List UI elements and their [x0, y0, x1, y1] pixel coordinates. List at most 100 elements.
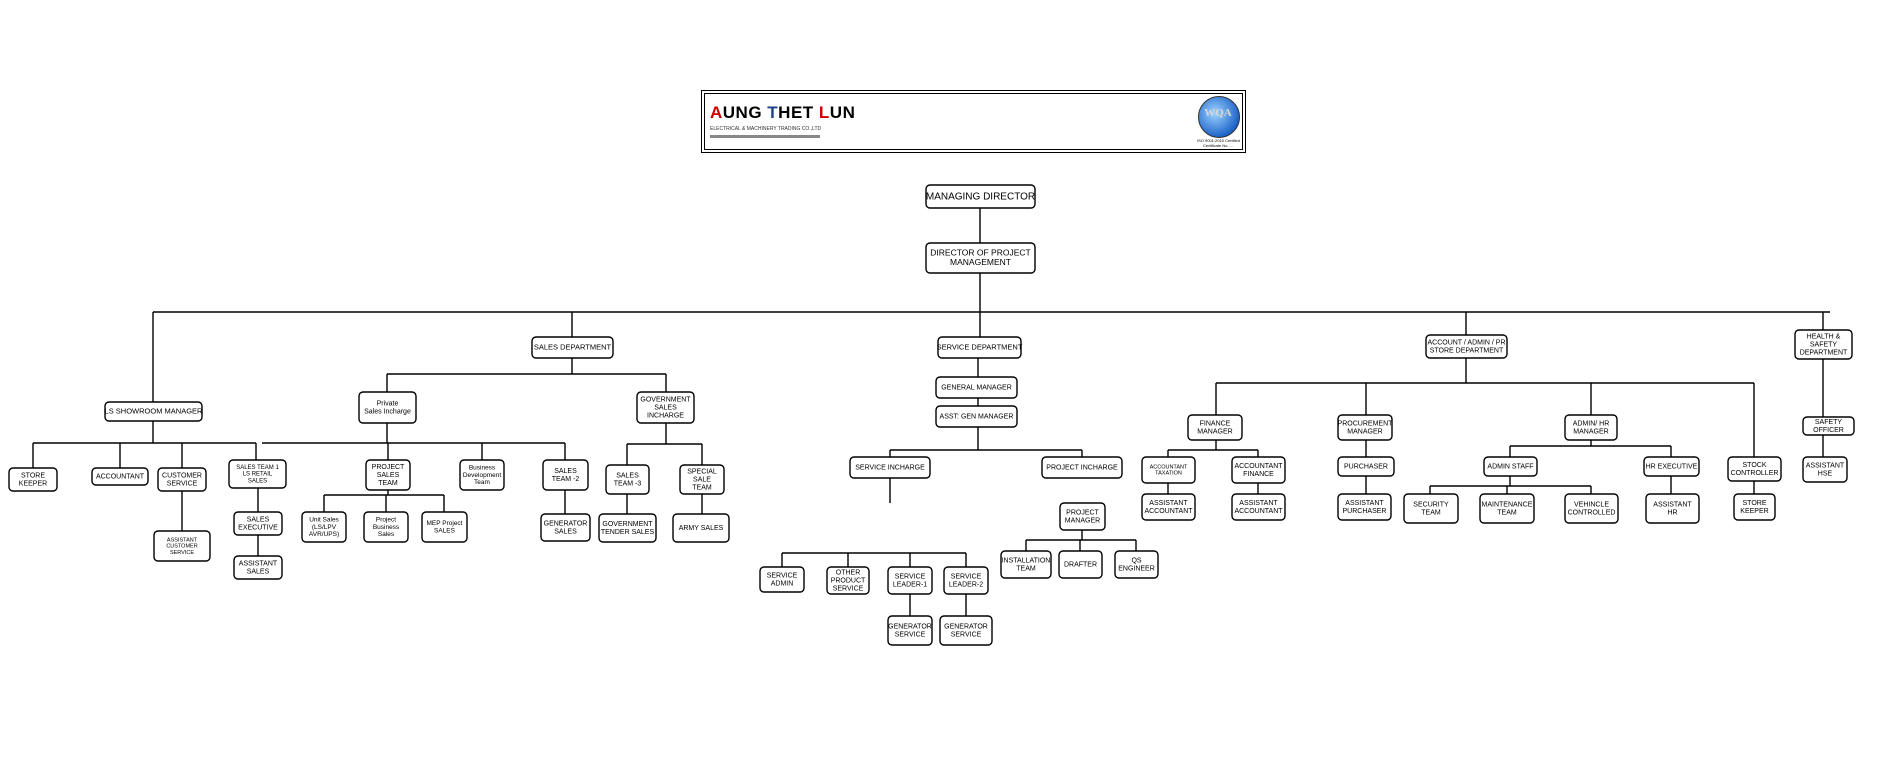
- org-node-label: MEP Project: [426, 520, 462, 527]
- org-node-armysales: ARMY SALES: [672, 513, 730, 543]
- org-node-box: [365, 459, 411, 491]
- org-node-label: ACCOUNTANT: [1150, 465, 1188, 471]
- org-node-label: TEAM: [692, 484, 712, 491]
- org-node-box: [1403, 493, 1459, 524]
- org-node-box: [605, 464, 650, 495]
- org-node-label: TEAM -2: [552, 476, 580, 483]
- org-node-box: [1794, 329, 1853, 360]
- org-node-box: [358, 391, 417, 424]
- org-node-box: [672, 513, 730, 543]
- logo-underline: [710, 135, 820, 138]
- org-node-label: SALES TEAM 1: [236, 465, 279, 471]
- org-node-label: Development: [463, 472, 501, 479]
- org-node-label: Private: [377, 401, 399, 408]
- org-node-label: SALES: [247, 517, 270, 524]
- org-node-box: [636, 391, 695, 424]
- org-node-box: [1802, 456, 1848, 483]
- org-node-label: FINANCE: [1243, 471, 1274, 478]
- org-node-label: HR EXECUTIVE: [1646, 464, 1698, 471]
- org-node-box: [1727, 456, 1782, 482]
- org-node-label: Sales Incharge: [364, 408, 411, 415]
- org-node-label: DEPARTMENT: [1800, 349, 1848, 356]
- org-node-label: SERVICE: [833, 585, 864, 592]
- org-node-label: KEEPER: [1740, 508, 1768, 515]
- org-node-label: GENERAL MANAGER: [941, 385, 1012, 392]
- org-node-box: [887, 615, 933, 646]
- org-node-label: VEHINCLE: [1574, 502, 1609, 509]
- org-node-label: ACCOUNTANT: [1234, 463, 1283, 470]
- org-node-label: ASSISTANT: [1806, 463, 1845, 470]
- org-node-label: OFFICER: [1813, 427, 1844, 434]
- org-node-box: [1479, 493, 1535, 524]
- org-node-projinch: PROJECT INCHARGE: [1041, 456, 1123, 479]
- org-node-label: OTHER: [836, 570, 861, 577]
- org-node-label: Project: [376, 517, 396, 524]
- org-node-label: (LS/LPV: [312, 524, 337, 531]
- org-node-box: [849, 456, 931, 479]
- org-node-label: ARMY SALES: [679, 525, 724, 532]
- org-node-label: ENGINEER: [1118, 565, 1155, 572]
- org-node-svcinch: SERVICE INCHARGE: [849, 456, 931, 479]
- org-node-label: PROCUREMENT: [1338, 421, 1394, 428]
- org-node-label: GOVERNMENT: [602, 521, 653, 528]
- org-node-label: ASSISTANT: [1653, 502, 1692, 509]
- org-node-label: ADMIN STAFF: [1487, 464, 1533, 471]
- org-node-label: FINANCE: [1200, 421, 1231, 428]
- org-chart-connectors: [32, 208, 1830, 616]
- org-node-box: [1337, 456, 1395, 477]
- org-node-box: [679, 464, 725, 495]
- org-node-label: QS: [1131, 558, 1141, 565]
- org-node-label: SERVICE: [895, 631, 926, 638]
- org-node-label: Business: [469, 465, 496, 472]
- org-node-label: HSE: [1818, 470, 1833, 477]
- org-node-accountant: ACCOUNTANT: [91, 467, 149, 486]
- org-node-md: MANAGING DIRECTOR: [925, 184, 1036, 209]
- org-node-label: ASST: GEN MANAGER: [940, 414, 1014, 421]
- org-node-box: [1337, 414, 1393, 441]
- org-node-box: [104, 401, 203, 422]
- cert-line-1: ISO 9001:2015 Certified: [1197, 138, 1240, 143]
- org-node-label: SERVICE INCHARGE: [855, 465, 925, 472]
- org-node-box: [943, 566, 989, 595]
- org-node-box: [228, 459, 287, 489]
- org-node-label: SAFETY: [1815, 419, 1843, 426]
- cert-line-2: Certificate No. ...: [1203, 143, 1233, 148]
- org-node-gm: GENERAL MANAGER: [935, 376, 1018, 399]
- org-node-box: [1483, 456, 1538, 477]
- org-node-box: [935, 376, 1018, 399]
- org-node-label: AVR/UPS): [309, 531, 339, 538]
- org-node-box: [759, 566, 805, 593]
- org-node-label: ASSISTANT: [1239, 500, 1278, 507]
- org-node-label: LS SHOWROOM MANAGER: [105, 407, 204, 416]
- org-node-box: [233, 511, 283, 536]
- org-node-label: Unit Sales: [309, 517, 339, 524]
- org-node-label: MAINTENANCE: [1482, 502, 1533, 509]
- org-node-label: TEAM: [378, 480, 398, 487]
- org-node-label: GOVERNMENT: [640, 397, 691, 404]
- org-node-label: SERVICE: [951, 631, 982, 638]
- org-node-label: SALE: [693, 477, 711, 484]
- org-node-label: PRODUCT: [831, 578, 866, 585]
- org-node-box: [540, 513, 591, 542]
- org-node-box: [157, 467, 207, 492]
- org-node-box: [1114, 550, 1159, 579]
- org-node-adminstaff: ADMIN STAFF: [1483, 456, 1538, 477]
